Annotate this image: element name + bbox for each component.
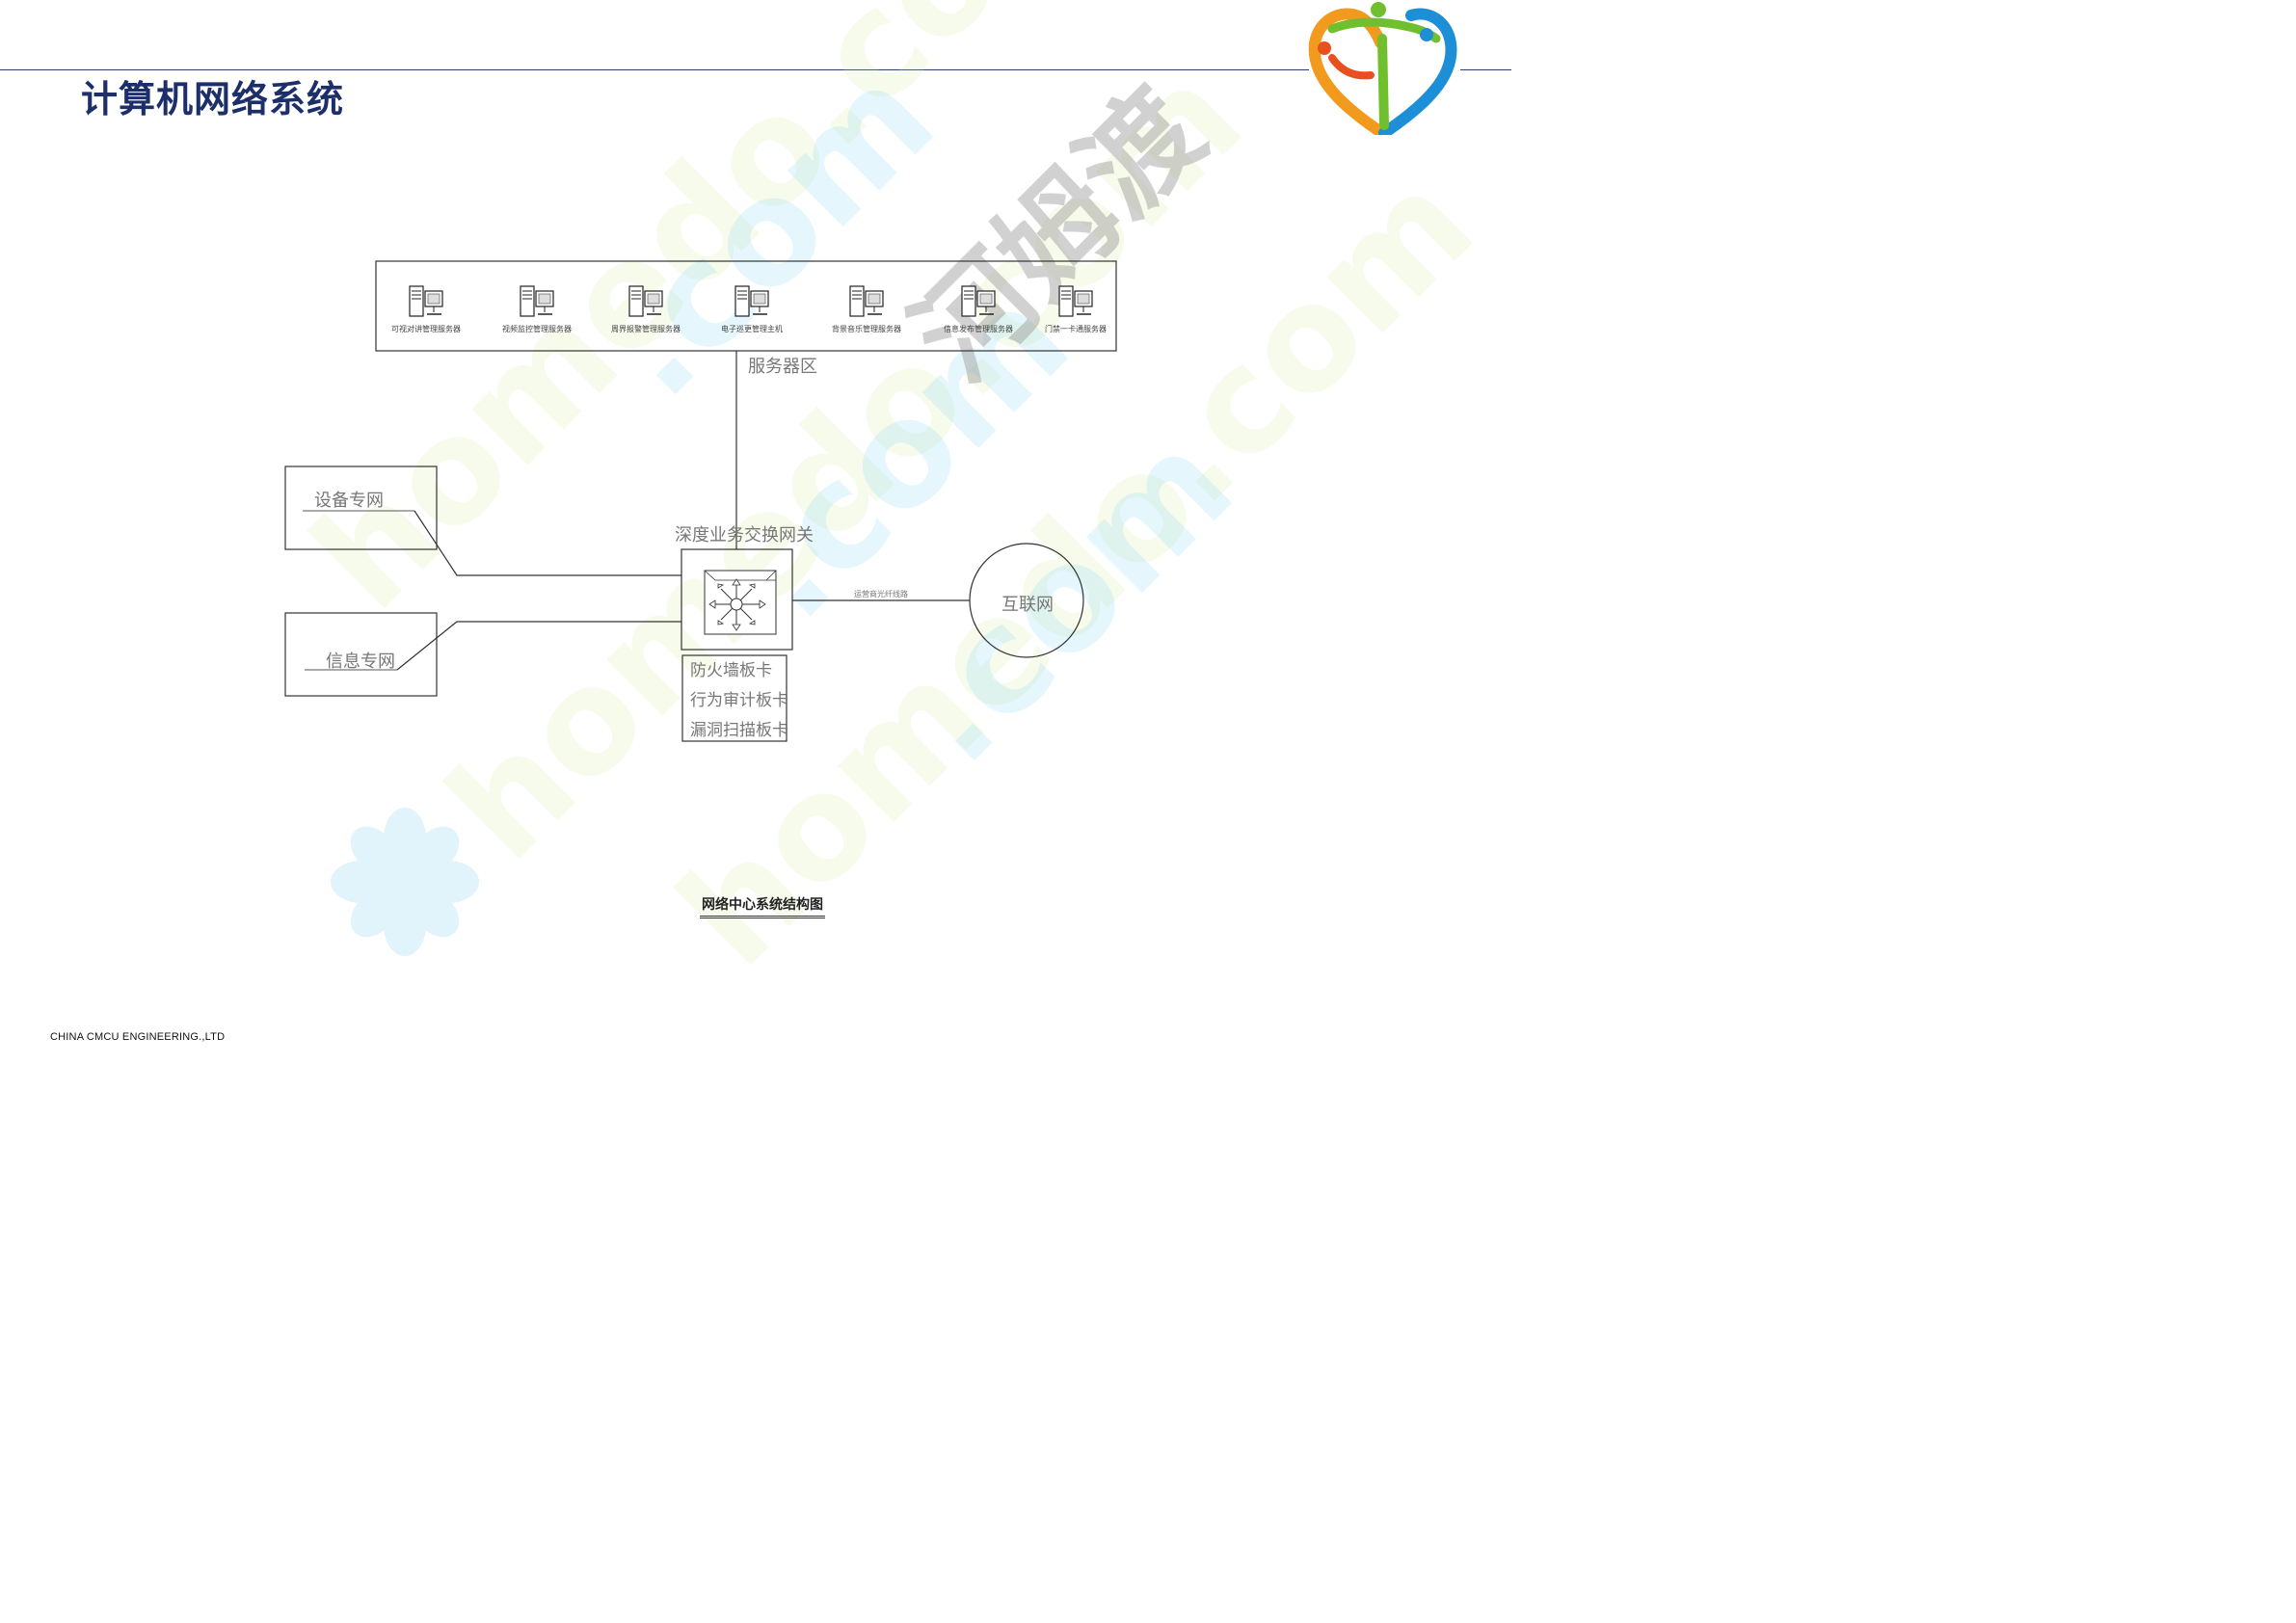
server-computer-icon — [961, 285, 996, 317]
gateway-box — [681, 548, 793, 651]
server-computer-icon — [734, 285, 769, 317]
server-list: 可视对讲管理服务器 视频监控管理服务器 周界报警管理服务器 电子巡更管理主机 背景音乐管… — [391, 285, 1107, 333]
server-computer-icon — [409, 285, 443, 317]
server-zone-box — [375, 260, 1117, 352]
server-computer-icon — [1058, 285, 1093, 317]
server-item: 电子巡更管理主机 — [721, 285, 783, 333]
card-label: 防火墙板卡 — [690, 661, 772, 680]
device-net-box — [284, 466, 438, 550]
server-zone-label: 服务器区 — [748, 357, 817, 377]
card-label: 行为审计板卡 — [690, 691, 788, 710]
server-computer-icon — [628, 285, 663, 317]
page-title: 计算机网络系统 — [81, 78, 345, 120]
server-label: 周界报警管理服务器 — [611, 324, 681, 333]
internet-label: 互联网 — [1001, 595, 1054, 615]
server-label: 门禁一卡通服务器 — [1045, 324, 1107, 333]
network-diagram: 可视对讲管理服务器 视频监控管理服务器 周界报警管理服务器 电子巡更管理主机 背景音乐管… — [284, 260, 1117, 742]
server-label: 信息发布管理服务器 — [944, 324, 1013, 333]
server-label: 背景音乐管理服务器 — [832, 324, 901, 333]
server-item: 可视对讲管理服务器 — [391, 285, 461, 333]
info-net-label: 信息专网 — [326, 652, 395, 672]
device-net-link — [414, 510, 681, 576]
header-rule — [0, 69, 1309, 70]
device-net-label: 设备专网 — [314, 491, 384, 511]
gateway-label: 深度业务交换网关 — [675, 525, 814, 545]
server-computer-icon — [520, 285, 554, 317]
server-item: 视频监控管理服务器 — [502, 285, 572, 333]
card-label: 漏洞扫描板卡 — [690, 721, 788, 740]
info-net-box — [284, 612, 438, 697]
server-item: 门禁一卡通服务器 — [1045, 285, 1107, 333]
switch-icon — [704, 570, 777, 635]
fiber-link-label: 运营商光纤线路 — [854, 589, 908, 599]
company-logo — [1308, 2, 1457, 135]
server-item: 周界报警管理服务器 — [611, 285, 681, 333]
footer-company: CHINA CMCU ENGINEERING.,LTD — [50, 1031, 226, 1043]
server-computer-icon — [849, 285, 884, 317]
diagram-caption: 网络中心系统结构图 — [0, 894, 1511, 918]
server-label: 可视对讲管理服务器 — [391, 324, 461, 333]
server-item: 信息发布管理服务器 — [944, 285, 1013, 333]
header-rule-right — [1460, 69, 1511, 70]
internet-cloud — [969, 543, 1084, 658]
info-net-link — [396, 621, 681, 671]
server-item: 背景音乐管理服务器 — [832, 285, 901, 333]
cards-box — [681, 654, 788, 742]
server-label: 视频监控管理服务器 — [502, 324, 572, 333]
server-label: 电子巡更管理主机 — [721, 324, 783, 333]
